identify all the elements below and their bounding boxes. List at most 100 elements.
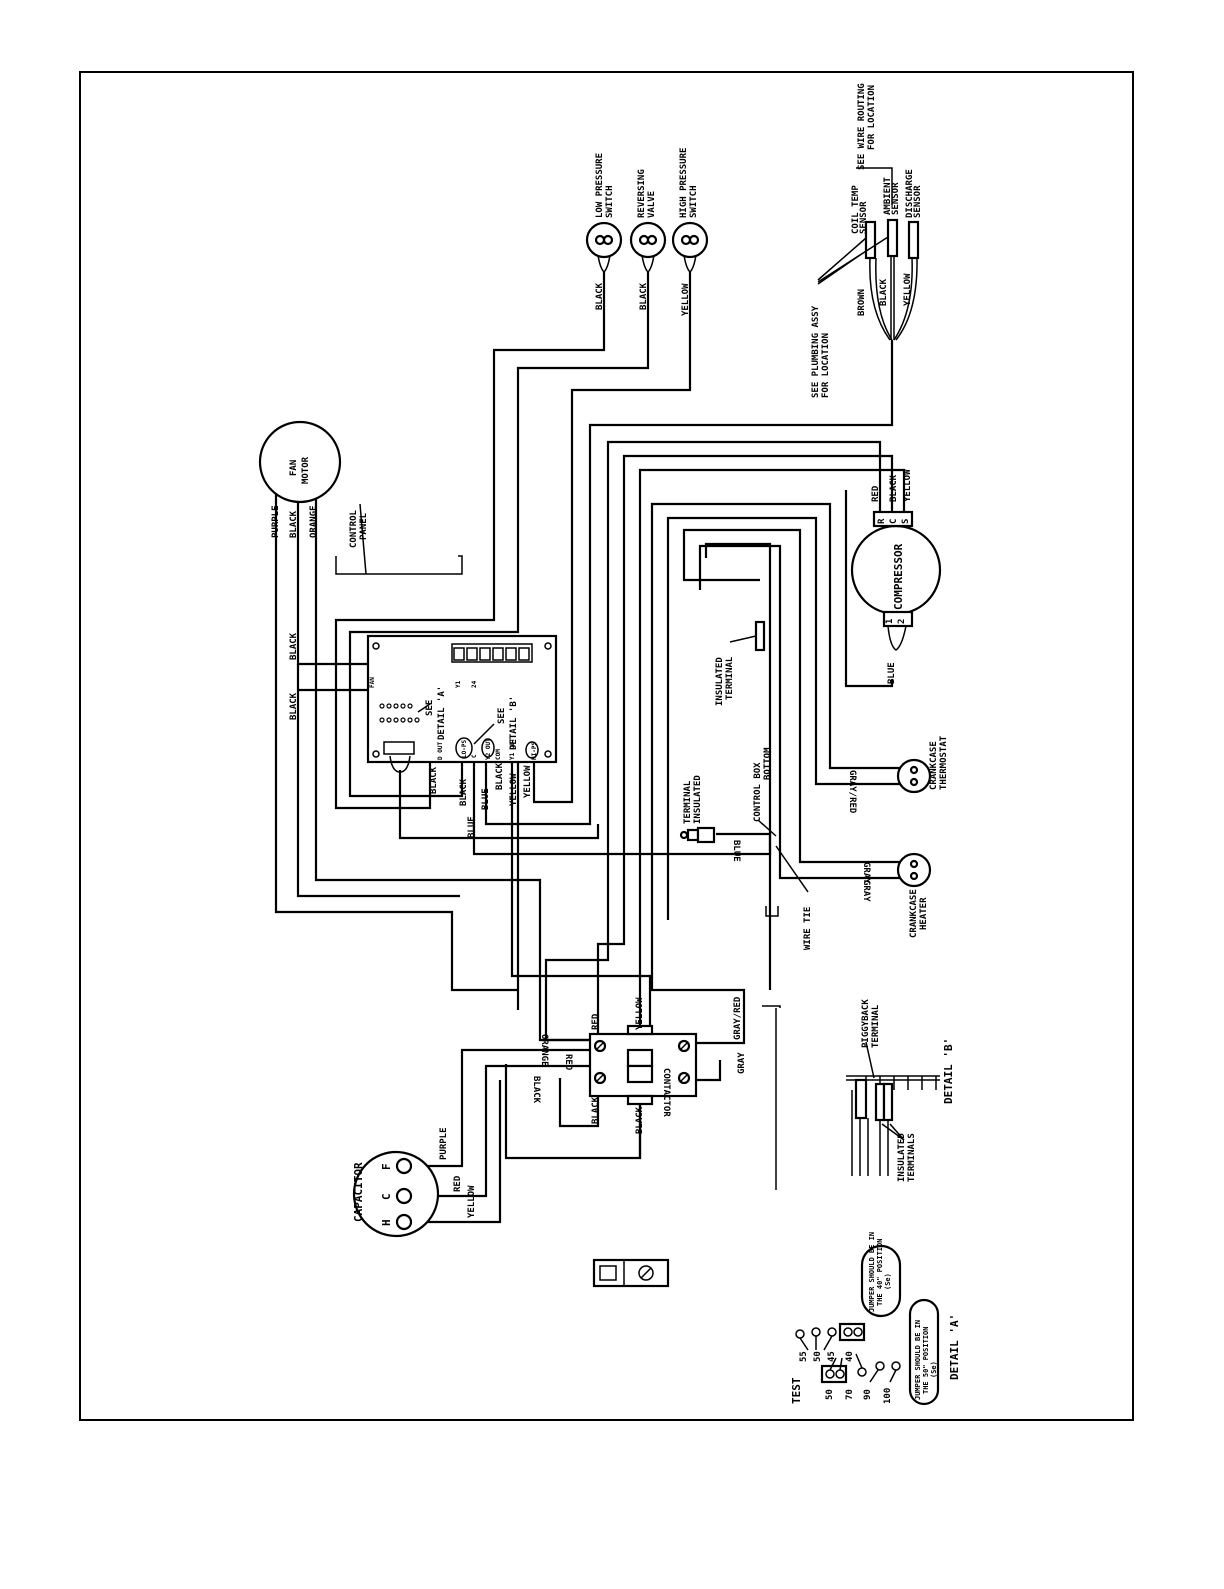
board-label-hi-ps: HI-PS bbox=[531, 742, 538, 760]
insulated-terminal-label-1: INSULATED bbox=[715, 657, 725, 706]
diagram-frame bbox=[79, 71, 1134, 1421]
wire-label-blue-term: BLUE bbox=[731, 840, 741, 862]
capacitor-terminal-f bbox=[395, 1157, 413, 1175]
board-label-y1: Y1 bbox=[455, 680, 462, 688]
compressor-term-r: R bbox=[877, 518, 887, 524]
wire-label-black-2: BLACK bbox=[289, 632, 299, 660]
crankcase-thermostat-label-1: CRANKCASE bbox=[929, 741, 939, 790]
board-label-lo-ps: LO-PS bbox=[461, 740, 468, 758]
wire-label-yellow-comp: YELLOW bbox=[903, 469, 913, 502]
high-pressure-switch bbox=[671, 221, 709, 274]
capacitor-term-c: C bbox=[380, 1193, 393, 1200]
capacitor-term-h: H bbox=[380, 1219, 393, 1226]
wire-tie-leader bbox=[775, 845, 809, 893]
wire-label-blue-lower: BLUE bbox=[467, 816, 477, 838]
high-pressure-label-1: HIGH PRESSURE bbox=[679, 148, 689, 218]
wire-label-purple-cap: PURPLE bbox=[439, 1127, 449, 1160]
compressor-top-terminals bbox=[872, 510, 914, 528]
crankcase-thermostat-label-2: THERMOSTAT bbox=[939, 735, 949, 790]
wire-label-black-comp: BLACK bbox=[889, 474, 899, 502]
coil-temp-label-1: COIL TEMP bbox=[851, 185, 861, 234]
control-panel-label-1: CONTROL bbox=[349, 509, 359, 548]
wire-label-yellow-sensor: YELLOW bbox=[903, 273, 913, 306]
fan-motor bbox=[258, 420, 342, 504]
wire-label-yellow-hps: YELLOW bbox=[681, 283, 691, 316]
compressor-term-1: 1 bbox=[885, 619, 895, 624]
control-panel-bracket bbox=[335, 503, 463, 575]
detail-b bbox=[846, 1041, 940, 1176]
see-detail-a-2: DETAIL 'A' bbox=[437, 686, 447, 740]
wire-label-black-d-out: BLACK bbox=[429, 766, 439, 794]
capacitor bbox=[352, 1150, 440, 1238]
wire-label-red-cap: RED bbox=[453, 1175, 463, 1192]
insulated-terminals-label-1: INSULATED bbox=[897, 1133, 907, 1182]
wire-label-yellow-board: YELLOW bbox=[509, 773, 519, 806]
detail-a-55: 55 bbox=[799, 1351, 809, 1362]
jumper-50-line-1: JUMPER SHOULD BE IN bbox=[914, 1320, 922, 1400]
wire-label-blue-board: BLUE bbox=[481, 788, 491, 810]
crankcase-thermostat bbox=[896, 758, 932, 794]
crankcase-heater-label-2: HEATER bbox=[919, 897, 929, 930]
wire-routing-note-1: SEE WIRE ROUTING bbox=[857, 83, 867, 170]
wire-label-black-3: BLACK bbox=[289, 692, 299, 720]
wire-label-black-contactor: BLACK bbox=[531, 1076, 541, 1104]
terminal-insulated bbox=[679, 826, 716, 844]
compressor-term-c: C bbox=[889, 519, 899, 524]
piggyback-label-2: TERMINAL bbox=[871, 1004, 881, 1048]
detail-a-70: 70 bbox=[845, 1389, 855, 1400]
wire-label-black-contactor-3: BLACK bbox=[635, 1106, 645, 1134]
reversing-valve-label-2: VALVE bbox=[647, 191, 657, 218]
compressor-lead bbox=[887, 625, 907, 651]
ambient-label-1: AMBIENT bbox=[883, 176, 893, 215]
wire-label-orange-fan: ORANGE bbox=[309, 505, 319, 538]
contactor-label: CONTACTOR bbox=[661, 1068, 671, 1117]
board-label-y2-out: Y2 OUT bbox=[485, 738, 492, 760]
control-panel-label-2: PANEL bbox=[359, 512, 369, 540]
jumper-50-line-2: THE 50" POSITION bbox=[922, 1327, 930, 1394]
plumbing-note-1: SEE PLUMBING ASSY bbox=[811, 305, 821, 398]
wire-label-black-contactor-2: BLACK bbox=[591, 1096, 601, 1124]
detail-a-40: 40 bbox=[845, 1351, 855, 1362]
compressor-term-2: 2 bbox=[897, 619, 907, 624]
wire-label-purple-fan: PURPLE bbox=[271, 505, 281, 538]
low-pressure-switch bbox=[585, 221, 623, 274]
board-label-fan: FAN bbox=[369, 677, 376, 688]
detail-a-test: TEST bbox=[790, 1377, 803, 1404]
detail-a-90: 90 bbox=[863, 1389, 873, 1400]
wire-label-red-comp: RED bbox=[871, 485, 881, 502]
compressor-label: COMPRESSOR bbox=[892, 543, 905, 610]
detail-a-45: 45 bbox=[827, 1351, 837, 1362]
insulated-terminal-leader bbox=[729, 635, 757, 643]
wire-label-gray-1: GRAY bbox=[861, 862, 871, 884]
see-detail-a-1: SEE bbox=[425, 700, 435, 716]
piggyback-label-1: PIGGYBACK bbox=[861, 999, 871, 1048]
wire-label-gray-red-contactor: GRAY/RED bbox=[733, 996, 743, 1040]
wire-label-gray-red-1: GRAY/RED bbox=[847, 770, 857, 814]
wire-label-black-lps: BLACK bbox=[595, 282, 605, 310]
wire-label-brown: BROWN bbox=[857, 289, 867, 316]
capacitor-terminal-h bbox=[395, 1213, 413, 1231]
terminal-block-symbol bbox=[592, 1258, 670, 1288]
detail-a-100: 100 bbox=[883, 1388, 893, 1404]
control-board bbox=[366, 634, 558, 773]
board-label-24: 24 bbox=[471, 680, 478, 688]
see-detail-b-leader bbox=[473, 723, 495, 745]
wire-label-yellow-cap: YELLOW bbox=[467, 1185, 477, 1218]
see-detail-b-1: SEE bbox=[497, 708, 507, 724]
control-box-bracket-bottom bbox=[762, 1005, 781, 1190]
wire-label-orange-contactor: ORANGE bbox=[539, 1034, 549, 1067]
control-box-leader bbox=[757, 819, 777, 837]
crankcase-heater-label-1: CRANKCASE bbox=[909, 889, 919, 938]
fan-motor-label-2: MOTOR bbox=[301, 456, 311, 484]
discharge-label-1: DISCHARGE bbox=[905, 169, 915, 218]
wire-harness bbox=[274, 272, 906, 1224]
wire-routing-note-2: FOR LOCATION bbox=[867, 85, 877, 150]
wire-label-black-fan: BLACK bbox=[289, 510, 299, 538]
compressor-term-s: S bbox=[901, 519, 911, 524]
board-label-c: C bbox=[471, 754, 478, 758]
board-label-y1-out: Y1 OUT bbox=[509, 738, 516, 760]
jumper-40-line-2: THE 40" POSITION bbox=[876, 1239, 884, 1306]
wire-label-black-com: BLACK bbox=[495, 762, 505, 790]
jumper-40-line-1: JUMPER SHOULD BE IN bbox=[868, 1232, 876, 1312]
